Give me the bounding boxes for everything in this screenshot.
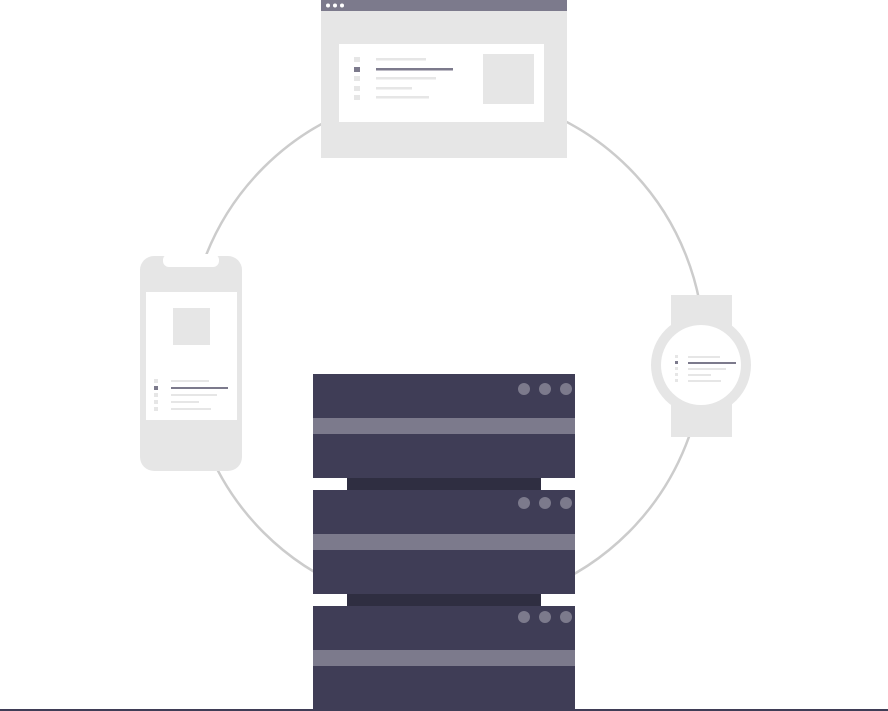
browser-list-bullet (354, 95, 360, 100)
browser-list-line (376, 68, 453, 71)
watch-list-line (688, 356, 720, 358)
server-status-light (539, 497, 551, 509)
browser-dot (333, 3, 337, 8)
watch-list-bullet (675, 379, 678, 382)
browser-dot (326, 3, 330, 8)
browser-dot (340, 3, 344, 8)
phone-image-placeholder (173, 308, 210, 345)
browser-list-bullet (354, 86, 360, 91)
server-spacer (347, 478, 541, 490)
watch-list-line (688, 380, 721, 382)
watch-list-bullet (675, 361, 678, 364)
watch-list-bullet (675, 367, 678, 370)
server-status-light (560, 611, 572, 623)
phone-list-bullet (154, 393, 158, 397)
ground-line (0, 709, 888, 711)
server-unit-stripe (313, 534, 575, 550)
browser-image-placeholder (483, 54, 534, 104)
phone-list-bullet (154, 379, 158, 383)
browser-list-bullet (354, 76, 360, 81)
browser-list-bullet (354, 57, 360, 62)
phone-list-line (171, 380, 209, 382)
browser-list-line (376, 77, 436, 80)
server-status-light (560, 383, 572, 395)
browser-window-icon (321, 0, 567, 158)
server-status-light (560, 497, 572, 509)
browser-list-line (376, 87, 412, 90)
watch-list-bullet (675, 355, 678, 358)
phone-list-line (171, 401, 199, 403)
browser-list-line (376, 96, 429, 99)
server-spacer (347, 594, 541, 606)
server-unit (313, 606, 575, 710)
smartwatch-icon (651, 295, 751, 437)
server-status-light (539, 383, 551, 395)
server-unit (313, 490, 575, 594)
server-status-light (518, 497, 530, 509)
phone-list-line (171, 408, 211, 410)
watch-list-line (688, 368, 726, 370)
browser-list-line (376, 58, 426, 61)
phone-list-bullet (154, 400, 158, 404)
server-unit-stripe (313, 650, 575, 666)
watch-list-line (688, 362, 736, 364)
phone-list-bullet (154, 386, 158, 390)
watch-face (661, 325, 741, 405)
server-unit (313, 374, 575, 478)
phone-list-line (171, 394, 217, 396)
server-rack-icon (313, 374, 575, 710)
watch-list-bullet (675, 373, 678, 376)
server-unit-stripe (313, 418, 575, 434)
smartphone-icon (140, 254, 242, 471)
server-status-light (539, 611, 551, 623)
server-status-light (518, 383, 530, 395)
server-status-light (518, 611, 530, 623)
watch-list-line (688, 374, 711, 376)
phone-list-line (171, 387, 228, 389)
browser-title-bar (321, 0, 567, 11)
browser-list-bullet (354, 67, 360, 72)
phone-notch (163, 254, 219, 267)
phone-list-bullet (154, 407, 158, 411)
